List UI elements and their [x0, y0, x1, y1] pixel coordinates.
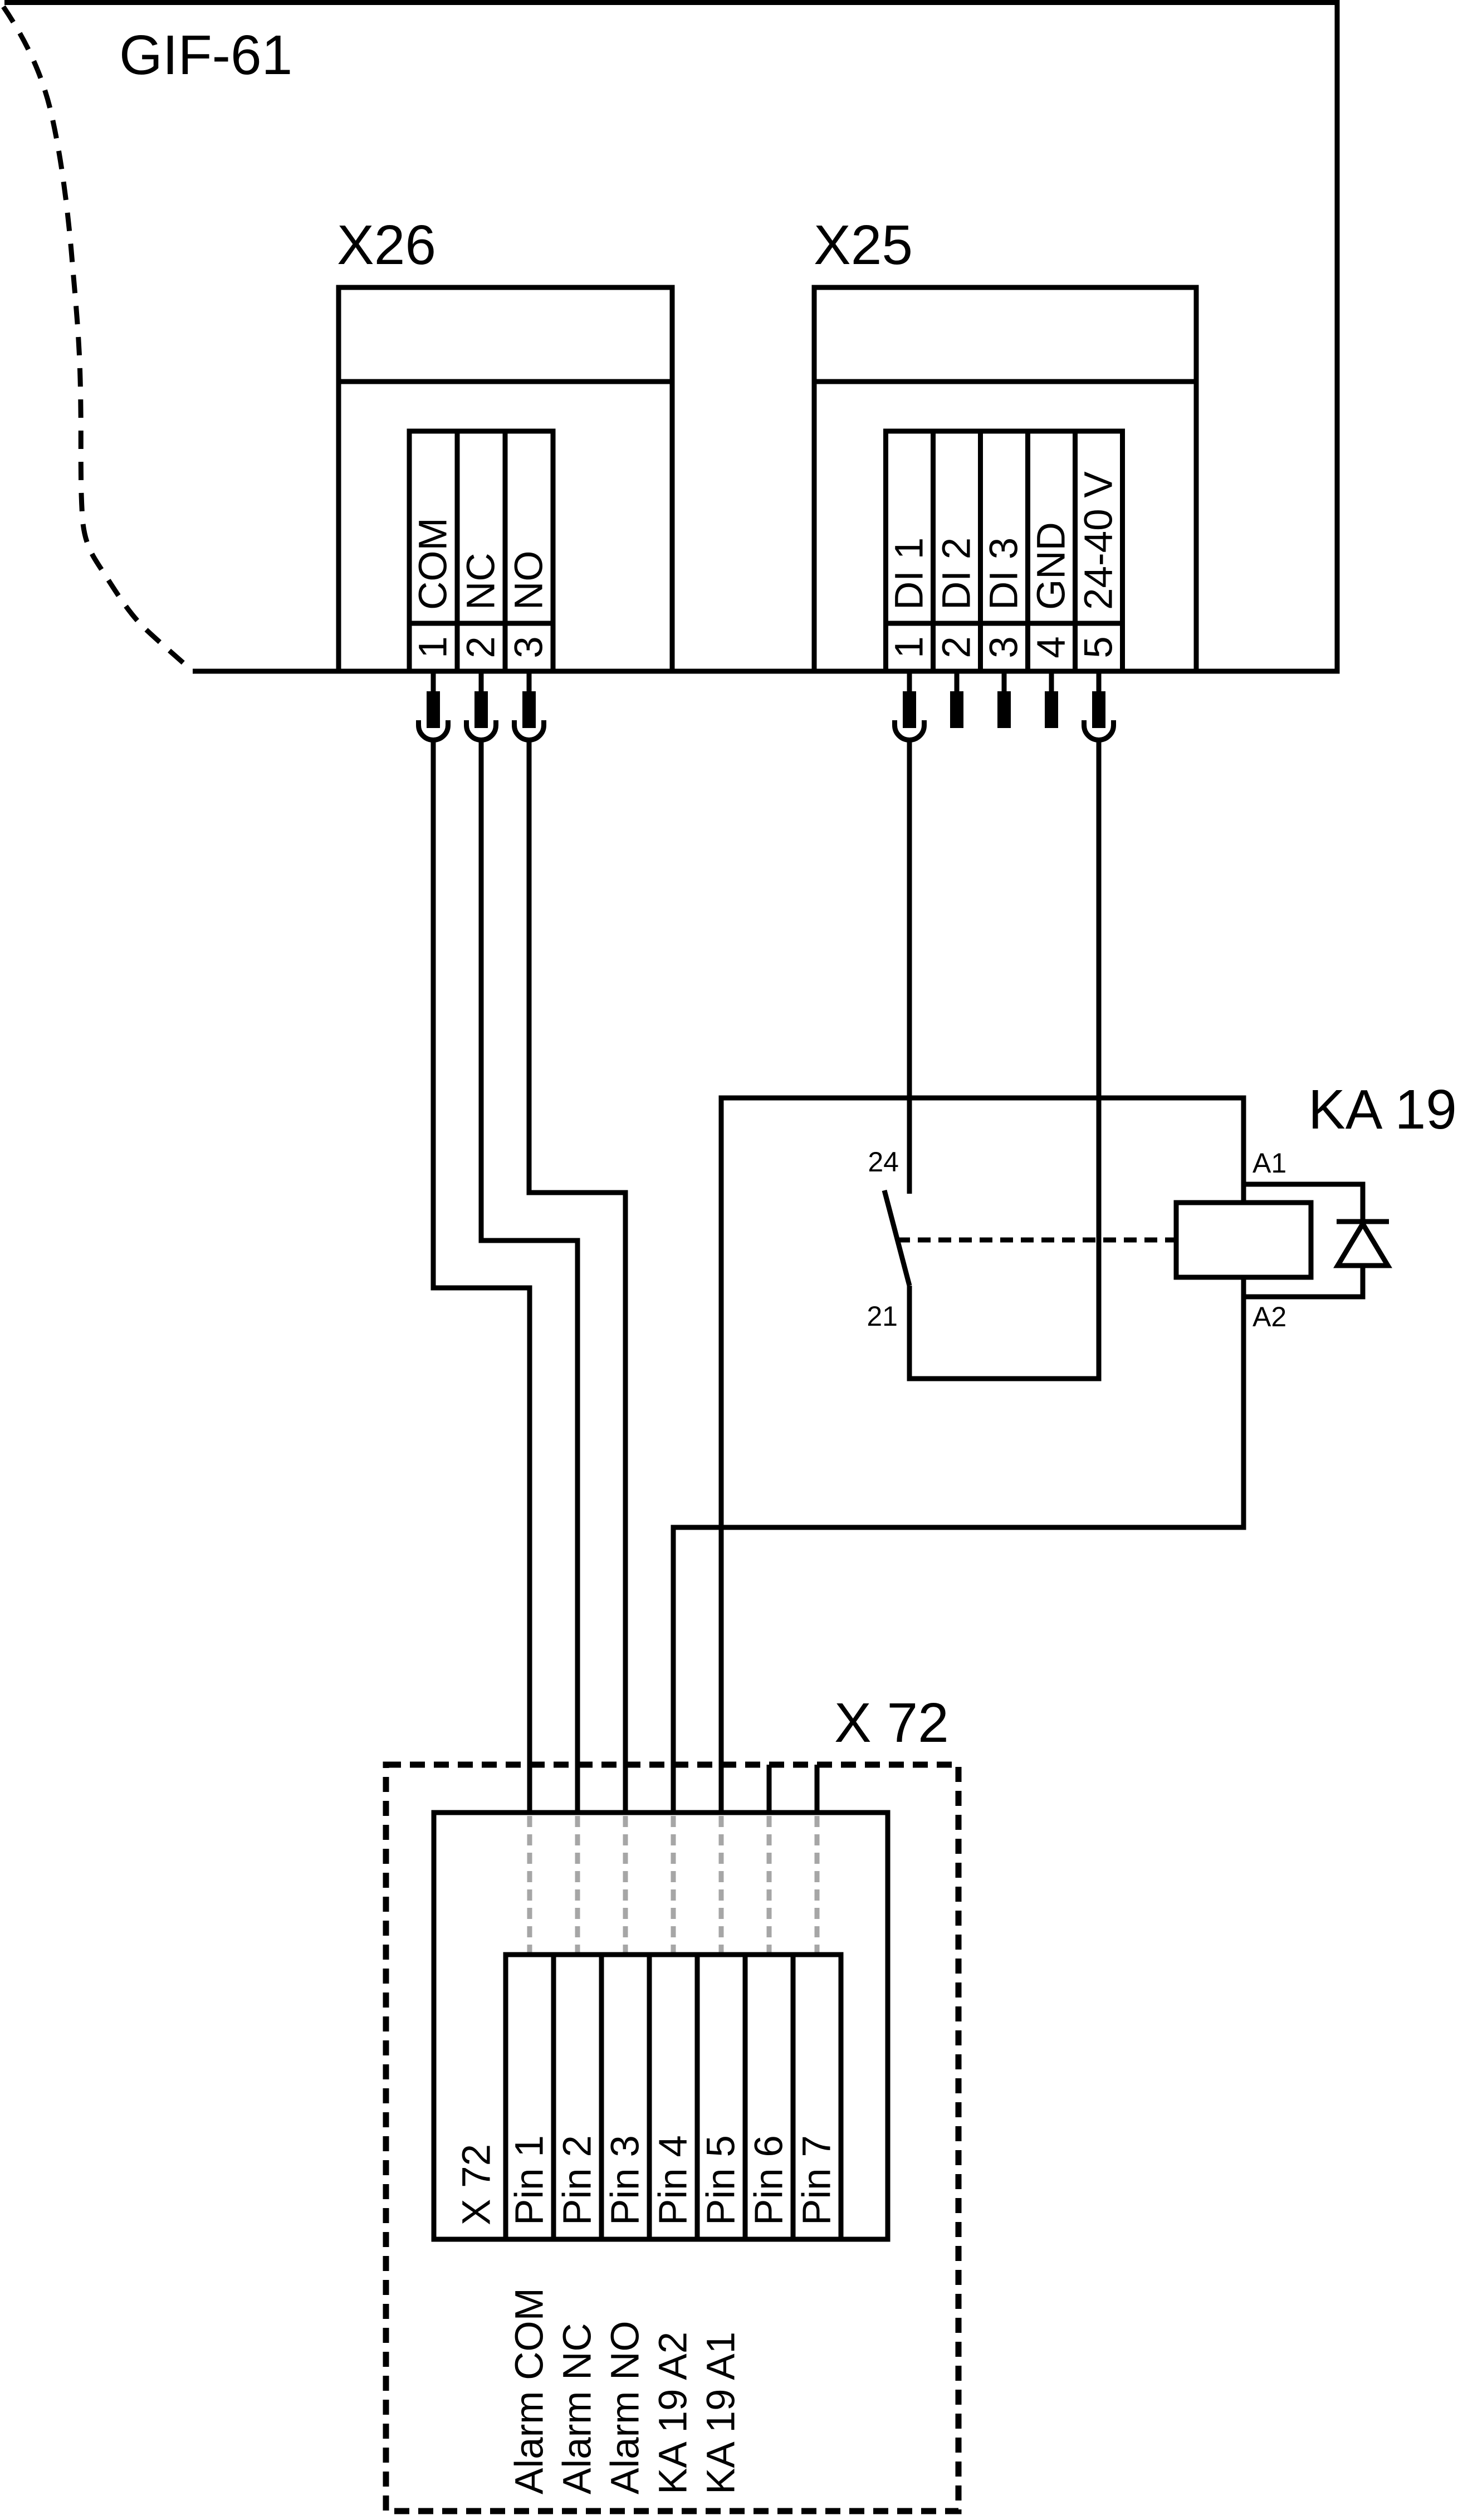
wire-x25-24-40v-to-contact — [907, 740, 1102, 1381]
device-gif61-outline — [1, 0, 1340, 674]
relay-contact-terminal-24: 24 — [868, 1146, 899, 1178]
x25-terminal-1-number: 1 — [888, 636, 932, 658]
x25-title: X25 — [814, 214, 913, 276]
x25-terminal-1: 1 DI 1 — [888, 538, 932, 658]
x25-terminal-block — [883, 428, 1125, 674]
x72-block-outline — [503, 1952, 844, 2242]
x25-pin-5-connector — [1084, 673, 1114, 740]
x26-body — [336, 285, 675, 671]
x25-pin-4-connector — [1045, 673, 1058, 728]
x72-pin-2-label: Pin 2 — [556, 2135, 600, 2225]
x26-terminal-block — [407, 428, 556, 674]
x25-terminal-2-label: DI 2 — [935, 538, 979, 610]
x26-terminal-1: 1 COM — [412, 517, 456, 658]
x25-terminal-3-number: 3 — [982, 636, 1026, 658]
x72-hidden-wires — [527, 1816, 820, 1952]
x26-terminal-2: 2 NC — [459, 553, 503, 658]
wire-x72-pin5-to-coil-a1 — [718, 1095, 1246, 1813]
x25-terminal-1-label: DI 1 — [888, 538, 932, 610]
x72-signal-3: Alarm NO — [604, 2321, 648, 2494]
x72-dashed-boundary — [383, 1761, 962, 2514]
x25-terminal-4-number: 4 — [1030, 636, 1074, 658]
x26-terminal-3: 3 NO — [507, 551, 551, 658]
x26-pin-2-connector — [467, 673, 496, 740]
relay-contact-blade — [882, 1189, 912, 1287]
diode-bottom-branch — [1244, 1266, 1366, 1300]
relay-contact-terminal-21: 21 — [867, 1301, 898, 1332]
device-title: GIF-61 — [119, 24, 292, 86]
x72-signal-labels: Alarm COM Alarm NC Alarm NO KA 19 A2 KA … — [508, 2288, 743, 2494]
x72-pin-7-label: Pin 7 — [795, 2135, 839, 2225]
x72-pin-3-label: Pin 3 — [604, 2135, 648, 2225]
x26-terminal-3-label: NO — [507, 551, 551, 611]
x26-terminal-3-number: 3 — [507, 636, 551, 658]
x25-terminal-2: 2 DI 2 — [935, 538, 979, 658]
x25-terminal-4: 4 GND — [1030, 522, 1074, 658]
x72-signal-1: Alarm COM — [508, 2288, 552, 2494]
x72-signal-4: KA 19 A2 — [652, 2332, 696, 2494]
x72-block-label: X 72 — [455, 2144, 499, 2225]
x72-signal-5: KA 19 A1 — [699, 2332, 743, 2494]
x25-terminal-4-label: GND — [1030, 522, 1074, 610]
x72-pin-5-label: Pin 5 — [699, 2135, 743, 2225]
x26-block-outline — [407, 428, 556, 674]
x25-terminal-5-number: 5 — [1077, 636, 1121, 658]
wire-x72-pin4-to-coil-a2 — [671, 1277, 1246, 1813]
x26-pin-1-connector — [419, 673, 448, 740]
relay-ka19: KA 19 24 21 A1 A2 — [867, 1078, 1457, 1332]
relay-title: KA 19 — [1308, 1078, 1457, 1141]
x26-pin-3-connector — [515, 673, 544, 740]
relay-coil-body — [1173, 1200, 1314, 1280]
wire-x26-com-to-x72-pin1 — [430, 740, 532, 1813]
x25-block-outline — [883, 428, 1125, 674]
x25-terminal-3: 3 DI 3 — [982, 538, 1026, 658]
connector-x26: X26 1 COM 2 NC 3 NO — [336, 214, 675, 740]
x25-pin-1-connector — [895, 673, 924, 740]
relay-suppression-diode — [1244, 1181, 1392, 1300]
x72-pin-4-label: Pin 4 — [652, 2135, 696, 2225]
x72-pin-6-label: Pin 6 — [747, 2135, 791, 2225]
relay-coil-terminal-a2: A2 — [1252, 1301, 1286, 1332]
connector-x72: X 72 X 72 Pin 1 Pin 2 Pin 3 Pin 4 — [383, 1692, 962, 2514]
wire-x26-nc-to-x72-pin2 — [478, 740, 580, 1813]
wires — [430, 740, 1246, 1813]
x25-terminal-2-number: 2 — [935, 636, 979, 658]
x72-pin-1-label: Pin 1 — [508, 2135, 552, 2225]
x25-pin-2-connector — [950, 673, 963, 728]
diode-top-branch — [1244, 1181, 1366, 1222]
connector-x25: X25 1 DI 1 2 DI 2 3 DI 3 4 GND 5 — [811, 214, 1199, 740]
wire-x26-no-to-x72-pin3 — [526, 740, 628, 1813]
x72-terminal-block — [503, 1952, 844, 2242]
x72-signal-2: Alarm NC — [556, 2323, 600, 2494]
x25-terminal-5: 5 24-40 V — [1077, 471, 1121, 658]
x25-body — [811, 285, 1199, 671]
device-gif61-border — [4, 0, 1340, 674]
x26-terminal-2-number: 2 — [459, 636, 503, 658]
x26-terminal-1-label: COM — [412, 517, 456, 610]
x25-terminal-5-label: 24-40 V — [1077, 471, 1121, 610]
x25-terminal-3-label: DI 3 — [982, 538, 1026, 610]
relay-contact: 24 21 — [867, 1146, 912, 1332]
x25-pin-3-connector — [997, 673, 1011, 728]
diode-triangle — [1333, 1219, 1392, 1268]
relay-coil: A1 A2 — [1173, 1147, 1314, 1332]
relay-coil-terminal-a1: A1 — [1252, 1147, 1286, 1179]
x26-terminal-2-label: NC — [459, 553, 503, 610]
x72-title: X 72 — [834, 1692, 949, 1754]
x26-terminal-1-number: 1 — [412, 636, 456, 658]
x26-title: X26 — [337, 214, 436, 276]
device-gif61-torn-edge — [1, 5, 194, 673]
